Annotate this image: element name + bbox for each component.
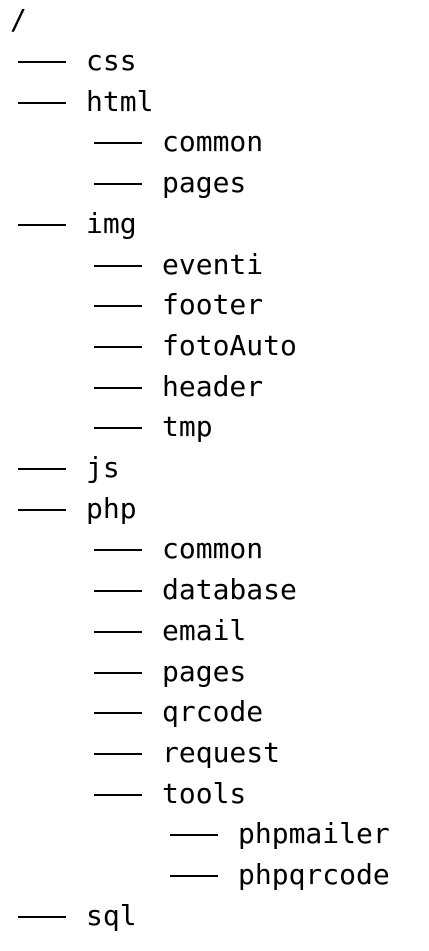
branch-connector <box>94 264 142 267</box>
tree-item-label: sql <box>86 898 137 932</box>
tree-item-label: qrcode <box>162 695 264 729</box>
branch-connector <box>18 223 66 226</box>
tree-item-label: tmp <box>162 410 213 444</box>
branch-connector <box>94 549 142 552</box>
tree-item-label: fotoAuto <box>162 328 297 362</box>
branch-connector <box>18 508 66 511</box>
branch-connector <box>94 630 142 633</box>
tree-item-label: php <box>86 491 137 525</box>
branch-connector <box>94 590 142 593</box>
branch-connector <box>18 101 66 104</box>
tree-item-label: js <box>86 451 120 484</box>
tree-item-label: eventi <box>162 247 264 281</box>
branch-connector <box>18 61 66 63</box>
tree-item-label: database <box>162 573 297 607</box>
branch-connector <box>94 345 142 348</box>
tree-item-label: pages <box>162 654 247 688</box>
branch-connector <box>170 875 218 877</box>
tree-item-label: html <box>86 84 154 118</box>
tree-item-label: common <box>162 532 264 566</box>
branch-connector <box>170 834 218 837</box>
tree-item-label: css <box>86 44 137 77</box>
branch-connector <box>94 793 142 796</box>
tree-item-label: phpmailer <box>238 817 390 851</box>
tree-item-label: img <box>86 206 137 240</box>
tree-item-label: footer <box>162 288 264 322</box>
tree-item-label: request <box>162 735 281 769</box>
tree-item-label: tools <box>162 776 247 810</box>
branch-connector <box>94 712 142 715</box>
branch-connector <box>94 752 142 755</box>
branch-connector <box>94 142 142 145</box>
tree-item-label: email <box>162 613 247 647</box>
branch-connector <box>94 427 142 430</box>
branch-connector <box>18 468 66 470</box>
tree-item-label: phpqrcode <box>238 858 390 891</box>
tree-item-label: common <box>162 125 264 159</box>
branch-connector <box>94 183 142 186</box>
tree-item-label: header <box>162 369 264 403</box>
branch-connector <box>94 386 142 389</box>
branch-connector <box>18 915 66 918</box>
tree-root-label: / <box>10 3 27 36</box>
branch-connector <box>94 305 142 308</box>
tree-item-label: pages <box>162 166 247 200</box>
branch-connector <box>94 671 142 674</box>
